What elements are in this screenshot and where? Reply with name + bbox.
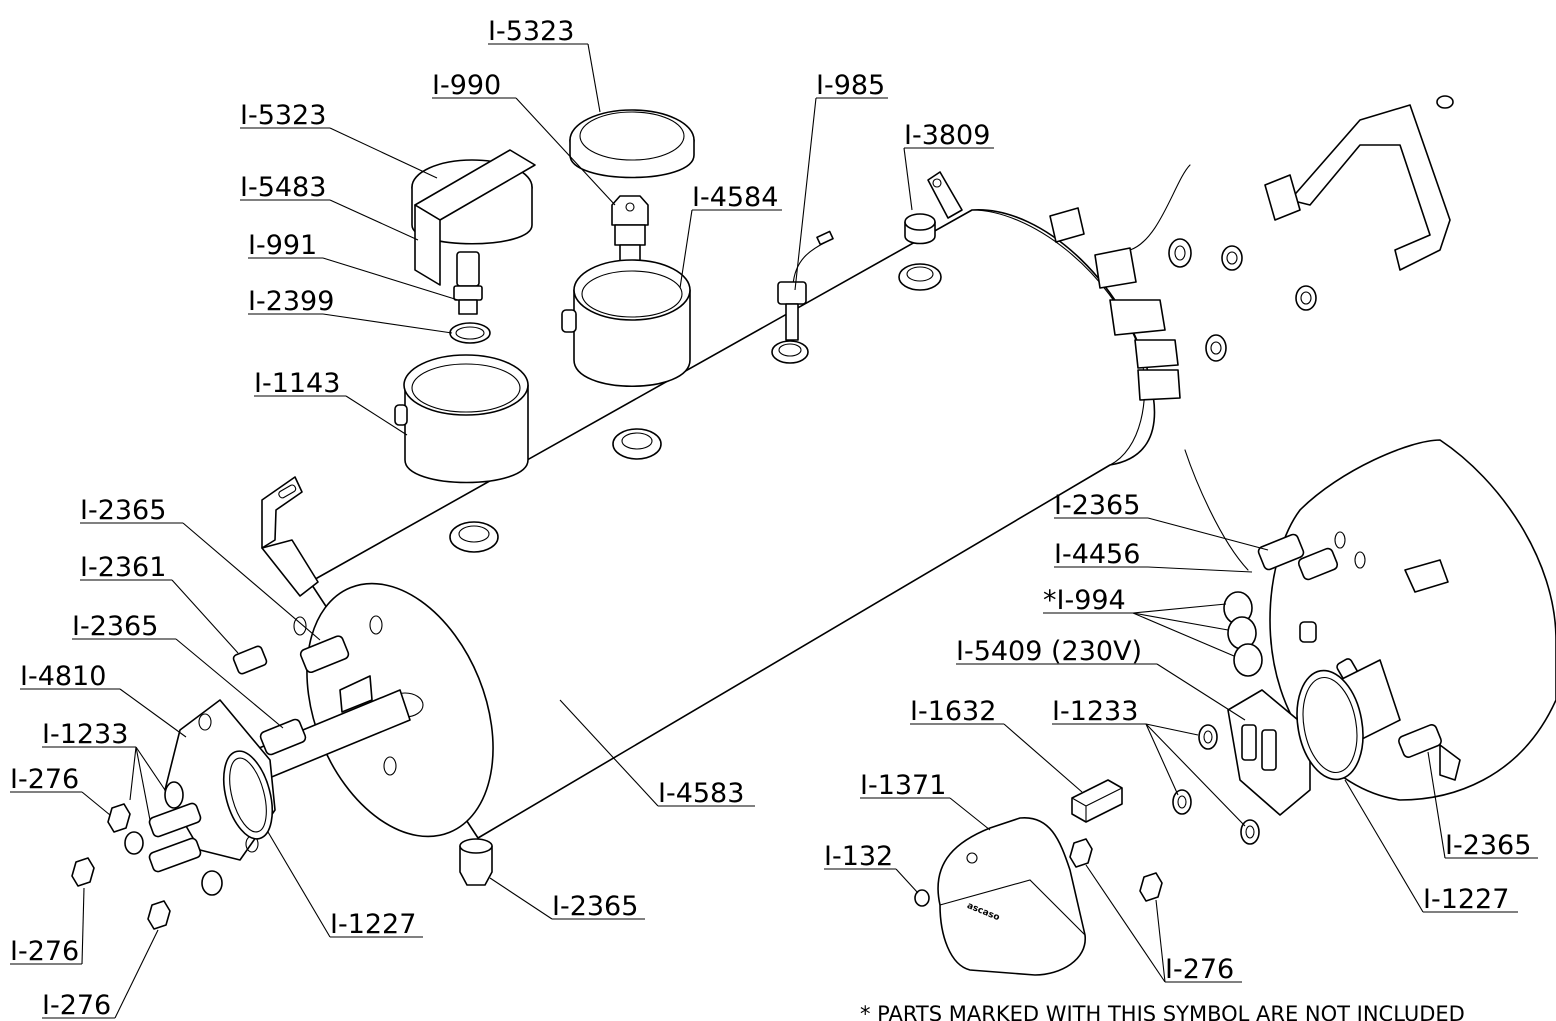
- spacer-I-1632: [1071, 779, 1123, 823]
- cup-I-1143: [394, 354, 529, 484]
- washers-top-right: [1168, 238, 1317, 362]
- boiler-tank: [229, 164, 1191, 886]
- o-ring-I-1227-right: [1296, 669, 1364, 781]
- label-I-991: I-991: [248, 230, 317, 261]
- o-ring-I-2399: [449, 322, 491, 344]
- fitting-I-2365-b: [259, 718, 307, 756]
- label-I-4456: I-4456: [1054, 539, 1140, 570]
- cover-I-1371: ascaso: [937, 817, 1086, 976]
- callout-labels: I-5323 I-5323 I-990 I-985 I-3809 I-5483 …: [10, 16, 1531, 1021]
- label-I-1371: I-1371: [860, 770, 946, 801]
- fitting-I-2361: [232, 645, 268, 675]
- nuts-I-276-right: [1069, 838, 1163, 902]
- grommet-4: [771, 340, 809, 364]
- label-I-276-a: I-276: [10, 764, 79, 795]
- label-I-2365-a: I-2365: [80, 495, 166, 526]
- thermostats-I-994: [1184, 449, 1263, 677]
- label-I-1143: I-1143: [254, 368, 340, 399]
- label-I-1632: I-1632: [910, 696, 996, 727]
- label-I-2361: I-2361: [80, 552, 166, 583]
- valve-I-991: [453, 251, 483, 315]
- cap-I-5323-top: [569, 109, 695, 179]
- label-I-1233-left: I-1233: [42, 719, 128, 750]
- label-I-3809: I-3809: [904, 120, 990, 151]
- leader-lines: [10, 43, 1538, 1019]
- label-I-990: I-990: [432, 70, 501, 101]
- label-I-2365-right-top: I-2365: [1054, 490, 1140, 521]
- label-I-2365-bottom: I-2365: [552, 891, 638, 922]
- label-I-4583: I-4583: [658, 778, 744, 809]
- label-I-5483: I-5483: [240, 172, 326, 203]
- cover-bracket-top-right: [1264, 95, 1454, 271]
- label-I-985: I-985: [816, 70, 885, 101]
- label-I-132: I-132: [824, 841, 893, 872]
- label-I-1227-right: I-1227: [1423, 884, 1509, 915]
- label-I-5323-top: I-5323: [488, 16, 574, 47]
- label-I-2399: I-2399: [248, 286, 334, 317]
- label-I-1227-left: I-1227: [330, 909, 416, 940]
- grommet-1: [612, 428, 662, 460]
- safety-valve-cap-I-5323: [411, 149, 536, 286]
- nuts-left: [71, 803, 223, 930]
- level-probe-I-985: [777, 230, 834, 341]
- fitting-I-2365-a: [299, 635, 350, 674]
- plug-I-3809: [904, 213, 936, 245]
- valve-I-990: [611, 195, 649, 262]
- label-I-1233-right: I-1233: [1052, 696, 1138, 727]
- right-end-terminals: [1049, 164, 1191, 401]
- fitting-bottom-I-2365: [459, 838, 493, 886]
- grommet-3: [898, 263, 942, 291]
- label-I-4810: I-4810: [20, 661, 106, 692]
- label-I-5323-left: I-5323: [240, 100, 326, 131]
- label-I-994: *I-994: [1043, 585, 1126, 616]
- footnote-text: * PARTS MARKED WITH THIS SYMBOL ARE NOT …: [860, 1002, 1465, 1021]
- label-I-5409: I-5409 (230V): [956, 636, 1142, 667]
- label-I-276-c: I-276: [42, 990, 111, 1021]
- label-I-2365-b: I-2365: [72, 611, 158, 642]
- label-I-2365-right: I-2365: [1445, 830, 1531, 861]
- label-I-276-b: I-276: [10, 936, 79, 967]
- fittings-right: [1257, 533, 1442, 758]
- terminals-left: [148, 781, 202, 873]
- o-ring-I-1227-left: [222, 750, 274, 840]
- screw-I-132: [914, 889, 930, 907]
- washers-I-1233-right: [1172, 724, 1260, 845]
- grommet-2: [449, 521, 499, 553]
- label-I-4584: I-4584: [692, 182, 778, 213]
- label-I-276-right: I-276: [1165, 954, 1234, 985]
- cup-I-4584: [561, 259, 691, 388]
